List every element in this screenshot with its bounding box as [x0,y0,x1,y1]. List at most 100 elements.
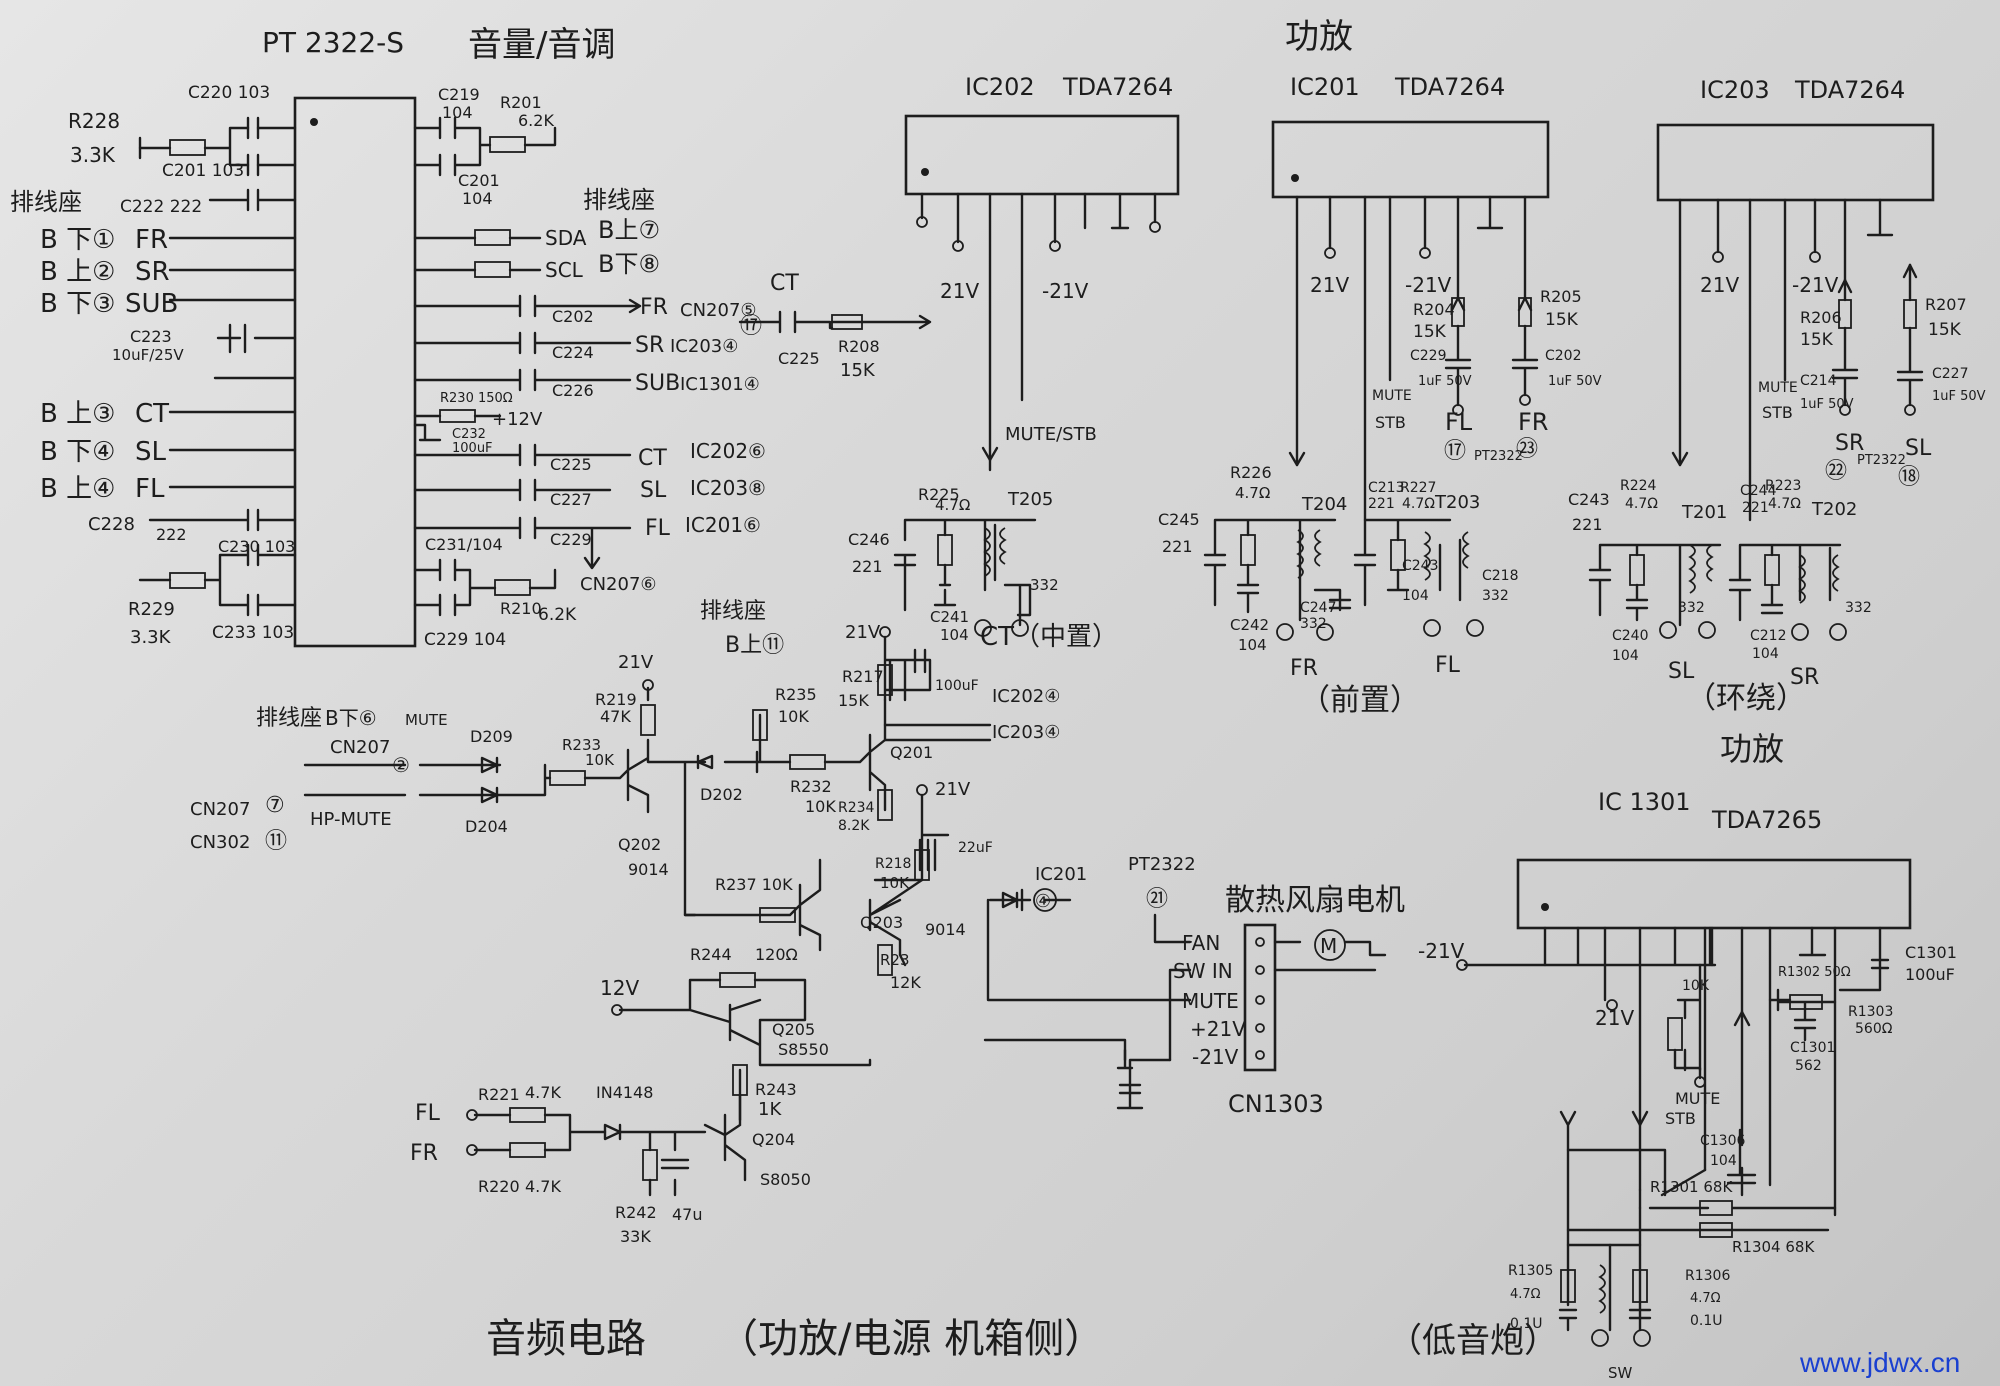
r243-value: 1K [758,1099,782,1120]
ic203-4-label: IC203④ [670,336,738,357]
ic1301-sw: SW [1608,1364,1633,1382]
c226-label: C226 [552,381,594,400]
c201b-label: C201 [458,171,500,190]
ic203-c212: C212 [1750,628,1787,644]
q204-value: S8050 [760,1170,811,1189]
r221-value: 4.7K [525,1083,561,1102]
fan-motor-title: 散热风扇电机 [1225,883,1405,918]
ic202-pin17: ⑰ [740,314,762,339]
ic201-c243: C243 [1402,558,1439,574]
ic203-c214-value: 1uF 50V [1800,397,1854,412]
center-title: CT（中置） [980,622,1118,652]
ic203-c243-value: 221 [1572,515,1603,534]
ic203-pin18: ⑱ [1898,465,1920,490]
ic201-stb: STB [1375,413,1406,432]
ic1301-r1303-value: 560Ω [1855,1021,1893,1037]
q202-label: Q202 [618,835,661,854]
ic1301-c1306: C1306 [1700,1133,1745,1149]
ic1301-r10k: 10K [1682,978,1710,994]
ic201-c213-value: 221 [1368,496,1395,512]
ic203-pin22: ㉒ [1825,459,1847,484]
power-amp-title-mid: 功放 [1720,730,1784,768]
ic1301-neg21v: -21V [1418,939,1465,963]
ic203-r207-value: 15K [1928,320,1962,340]
ct-input-label: CT [135,399,169,429]
ic203-output-stage [1588,543,1847,641]
psu-12v: 12V [600,976,639,1000]
d202-label: D202 [700,785,743,804]
q205-value: S8550 [778,1040,829,1059]
ic201-t203: T203 [1434,492,1480,513]
r242-value: 33K [620,1227,651,1246]
mute-circuit-wiring [303,626,1072,976]
ic203-c214: C214 [1800,373,1837,389]
ic201-fr-label: FR [1290,656,1318,681]
r218-value: 10K [880,874,910,892]
sr-input-label: SR [135,257,170,287]
ic1301-r1306-cap: 0.1U [1690,1313,1723,1329]
c202-label: C202 [552,307,594,326]
r230-label: R230 150Ω [440,391,513,406]
ic202-21v: 21V [940,279,979,303]
ic202-pins [738,192,1161,472]
q201-label: Q201 [890,743,933,762]
ic201-r227: R227 [1400,480,1436,496]
ic203-21v: 21V [1700,273,1739,297]
ic201-c242-value: 104 [1238,636,1267,654]
ic201-c247: C247 [1300,600,1337,616]
r220-value: 4.7K [525,1177,561,1196]
ic202-chip [904,114,1180,196]
ic202-part: TDA7264 [1062,73,1173,101]
mute-socket-label: 排线座 [256,706,322,731]
ic202-r208-value: 15K [840,360,876,381]
ic203-r206: R206 [1800,308,1842,327]
sub-input-label: SUB [125,289,178,319]
mute-ic201: IC201 [1035,864,1087,885]
ic203-sl-label: SL [1668,659,1695,684]
r244-label: R244 [690,945,732,964]
sda-label: SDA [545,226,587,250]
ic203-chip [1656,123,1935,202]
r234-label: R234 [838,800,875,816]
sl-input-label: SL [135,437,167,467]
sl-out-label: SL [640,478,667,503]
cn1303-mute: MUTE [1182,989,1239,1013]
mute-socket-label-2: 排线座 [700,599,766,624]
psu-fr-input: FR [410,1141,438,1166]
ic202-c225: C225 [778,349,820,368]
cn1303-fan: FAN [1182,931,1220,955]
psu-fl-input: FL [415,1101,441,1126]
ic202-r225-value: 4.7Ω [935,496,970,514]
v12-label: +12V [492,409,543,430]
ic201-pin4-circle [1033,888,1057,912]
cn1303-p21: +21V [1190,1017,1246,1041]
ic201-r226-value: 4.7Ω [1235,484,1270,502]
c220-label: C220 103 [188,83,270,103]
q205-label: Q205 [772,1020,815,1039]
pt2322-chip [293,96,417,648]
fr-input-label: FR [135,225,168,255]
ic203-t202: T202 [1811,499,1857,520]
r235-value: 10K [778,707,809,726]
r232-label: R232 [790,777,832,796]
r242-label: R242 [615,1203,657,1222]
ic203-sr-label: SR [1790,665,1819,690]
r23-label: R23 [880,951,910,969]
ic203-t201: T201 [1681,502,1727,523]
mute-21v-c: 21V [935,779,971,800]
ic201-c229-value: 1uF 50V [1418,374,1472,389]
pt2322-pin1-dot [310,118,318,126]
ic203-c240: C240 [1612,628,1649,644]
r217-label: R217 [842,667,884,686]
r228-label: R228 [68,109,120,133]
ic1301-r1305: R1305 [1508,1263,1553,1279]
ic201-21v: 21V [1310,273,1349,297]
ic203-pt: PT2322 [1857,453,1906,468]
c225-label: C225 [550,455,592,474]
ic203-sl: SL [1905,436,1932,461]
ic203-sr: SR [1835,431,1864,456]
c22uf-label: 22uF [958,840,993,856]
mute-ic202-4: IC202④ [992,686,1060,707]
r229-value: 3.3K [130,627,172,648]
